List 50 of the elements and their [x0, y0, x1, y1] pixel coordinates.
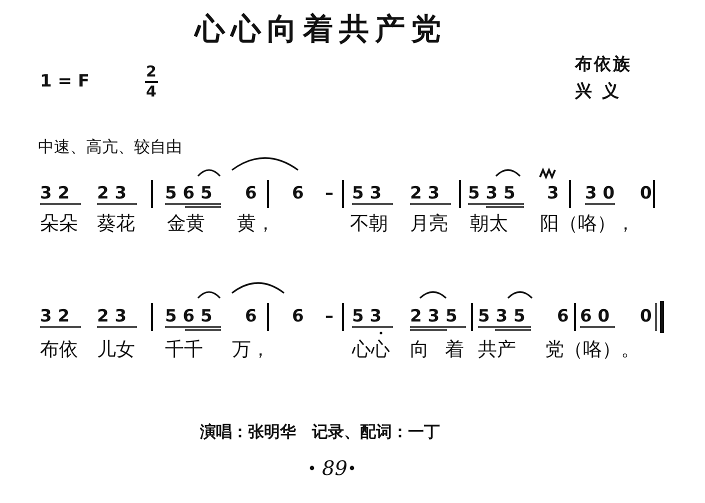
note-group: 2 3 — [97, 186, 127, 202]
note-group: 5 3 — [352, 308, 382, 326]
lyric-text: 朵朵 — [40, 214, 78, 234]
lyric-text: 阳（咯）， — [540, 214, 635, 234]
note-group: 5 6 5 — [165, 186, 212, 202]
lyric-text: 不朝 — [350, 214, 388, 234]
note-group: 3 — [547, 186, 559, 202]
origin-note: 布依族 — [575, 56, 632, 74]
note-group: 3 0 — [585, 186, 615, 202]
note-group: 3 2 — [40, 308, 70, 326]
note-group: 6 — [292, 308, 304, 326]
lyric-text: 月亮 — [410, 214, 448, 234]
page-number: 89 — [322, 458, 348, 478]
note-group: – — [325, 186, 334, 202]
tempo-marking: 中速、高亢、较自由 — [38, 139, 182, 155]
lyric-text: 布依 — [40, 340, 78, 360]
credits-line: 演唱：张明华 记录、配词：一丁 — [200, 424, 440, 440]
note-group: – — [325, 308, 334, 326]
lyric-text: 心心 — [352, 340, 390, 360]
lyric-text: 葵花 — [97, 214, 135, 234]
note-group: 5 3 5 — [478, 308, 526, 326]
lyric-text: 金黄 — [167, 214, 205, 234]
lyric-text: 向 — [410, 340, 429, 360]
note-group: 6 — [557, 308, 569, 326]
lyric-text: 朝太 — [470, 214, 508, 234]
note-group: 2 3 — [97, 308, 127, 326]
note-group: 6 — [292, 186, 304, 202]
note-group: 6 — [245, 186, 257, 202]
lyric-text: 党（咯）。 — [545, 340, 640, 360]
lyric-text: 着 — [445, 340, 464, 360]
lyric-text: 儿女 — [97, 340, 135, 360]
key-signature: 1 = F — [40, 74, 90, 90]
note-group: 0 — [640, 308, 652, 326]
note-group: 2 3 — [410, 186, 440, 202]
note-group: 5 3 5 — [468, 186, 516, 202]
time-signature-digit: 4 — [146, 84, 156, 100]
note-group: 6 — [245, 308, 257, 326]
lyric-text: 黄， — [237, 214, 275, 234]
lyric-text: 共产 — [478, 340, 516, 360]
song-title: 心心向着共产党 — [195, 15, 447, 45]
note-group: 5 6 5 — [165, 308, 212, 326]
note-group: 3 2 — [40, 186, 70, 202]
note-group: 6 0 — [580, 308, 610, 326]
note-group: 5 3 — [352, 186, 382, 202]
note-group: 2 3 5 — [410, 308, 458, 326]
time-signature-digit: 2 — [146, 64, 156, 80]
note-group: 0 — [640, 186, 652, 202]
origin-note: 兴 义 — [575, 84, 621, 100]
lyric-text: 万， — [232, 340, 270, 360]
lyric-text: 千千 — [165, 340, 203, 360]
